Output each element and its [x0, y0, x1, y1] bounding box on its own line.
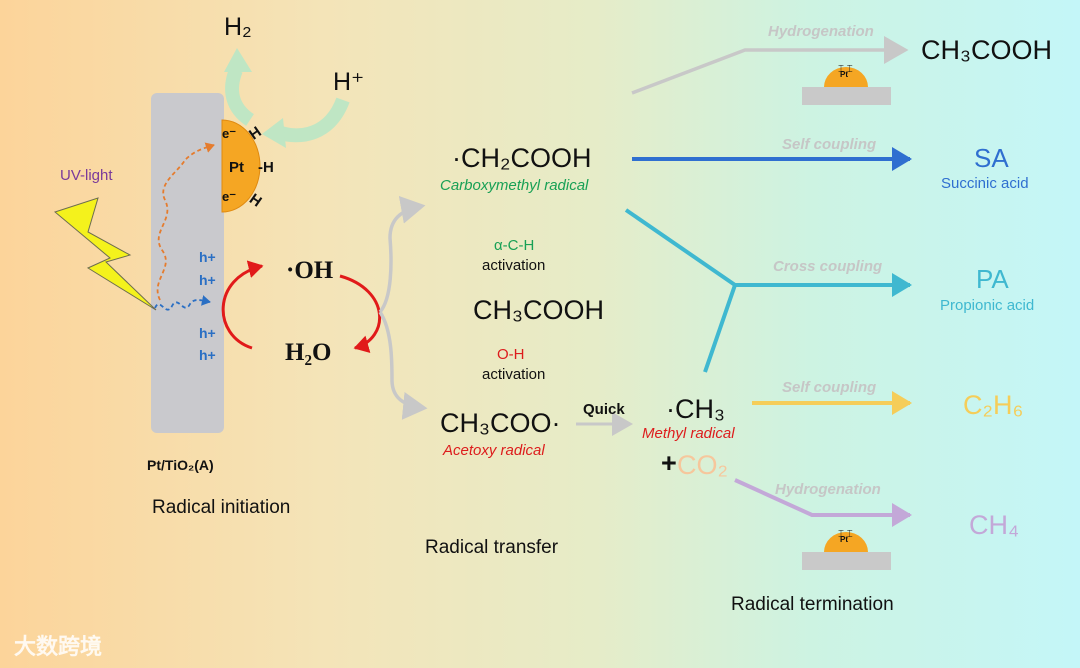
quick-label: Quick: [583, 401, 625, 418]
support-top: [802, 87, 891, 105]
red-arrow-down: [339, 274, 381, 353]
carboxymethyl-name: Carboxymethyl radical: [440, 177, 589, 194]
watermark: 大数跨境: [14, 634, 103, 659]
hydrogenation-label-top: Hydrogenation: [768, 23, 874, 40]
acetoxy-formula: CH₃COO·: [440, 408, 561, 438]
e-minus-top: e⁻: [222, 126, 237, 141]
self-coupling-label-1: Self coupling: [782, 136, 877, 153]
acetic-acid-center: CH₃COOH: [473, 295, 604, 325]
support-bottom: [802, 552, 891, 570]
pt-label: Pt: [229, 159, 244, 176]
pt-small-top: [824, 67, 868, 87]
catalyst-label: Pt/TiO₂(A): [147, 457, 214, 473]
uv-light-label: UV-light: [60, 167, 113, 184]
h2-label: H₂: [224, 13, 252, 41]
pt-small-label-bottom: Pt: [840, 535, 848, 544]
h2-release-arrow: [225, 67, 255, 126]
propionic-acid-label: Propionic acid: [940, 297, 1035, 314]
pt-top-h-marks: ⌶ ⌶: [838, 64, 853, 75]
co2-label: CO₂: [677, 450, 728, 480]
succinic-acid-label: Succinic acid: [941, 175, 1029, 192]
hole-label-2: h+: [199, 272, 216, 288]
hydroxyl-radical: ·OH: [286, 257, 334, 284]
cross-coupling-label: Cross coupling: [773, 258, 883, 275]
hole-label-1: h+: [199, 249, 216, 265]
radical-transfer-title: Radical transfer: [425, 537, 559, 558]
cross-coupling-arrow-lower: [703, 284, 737, 373]
hole-label-4: h+: [199, 347, 216, 363]
self-coupling-label-2: Self coupling: [782, 379, 877, 396]
pt-small-label-top: Pt: [840, 70, 848, 79]
radical-initiation-title: Radical initiation: [152, 497, 291, 518]
pt-particle: [221, 119, 261, 213]
branch-down-arrow: [378, 311, 428, 420]
plus-sign: +: [661, 448, 677, 478]
activation-label-2: activation: [482, 366, 546, 383]
proton-arrow-head: [262, 118, 286, 148]
hydrogenation-label-bottom: Hydrogenation: [775, 481, 881, 498]
oh-bond-label: O-H: [497, 346, 525, 363]
red-arrow-up: [221, 260, 264, 350]
hydrogenation-arrow-top: [631, 36, 909, 95]
pt-small-bottom: [824, 532, 868, 552]
pa-label: PA: [976, 264, 1009, 294]
pt-h-label: -H: [258, 159, 274, 176]
methyl-name: Methyl radical: [642, 425, 735, 442]
hplus-label: H⁺: [333, 68, 365, 96]
alpha-ch-label: α-C-H: [494, 237, 535, 254]
radical-termination-title: Radical termination: [731, 594, 894, 615]
hole-path: [154, 295, 211, 311]
hole-label-3: h+: [199, 325, 216, 341]
pt-bottom-h-marks: ⌶ ⌶: [838, 529, 853, 540]
acetic-acid-product: CH₃COOH: [921, 35, 1052, 65]
methane-label: CH₄: [969, 510, 1020, 540]
acetoxy-name: Acetoxy radical: [443, 442, 545, 459]
sa-label: SA: [974, 143, 1009, 173]
h2-arrow-head: [224, 48, 252, 72]
methyl-formula: ·CH₃: [666, 394, 725, 424]
branch-up-arrow: [378, 195, 426, 314]
proton-reduction-arrow: [275, 97, 350, 143]
ethane-label: C₂H₆: [963, 390, 1024, 420]
carboxymethyl-formula: ·CH₂COOH: [452, 143, 592, 173]
lightning-bolt-icon: [53, 197, 157, 311]
activation-label-1: activation: [482, 257, 546, 274]
electron-excitation-path: [156, 142, 215, 301]
water-label: H₂O: [285, 339, 332, 366]
hydrogenation-arrow-bottom: [734, 478, 912, 527]
e-minus-bottom: e⁻: [222, 189, 237, 204]
